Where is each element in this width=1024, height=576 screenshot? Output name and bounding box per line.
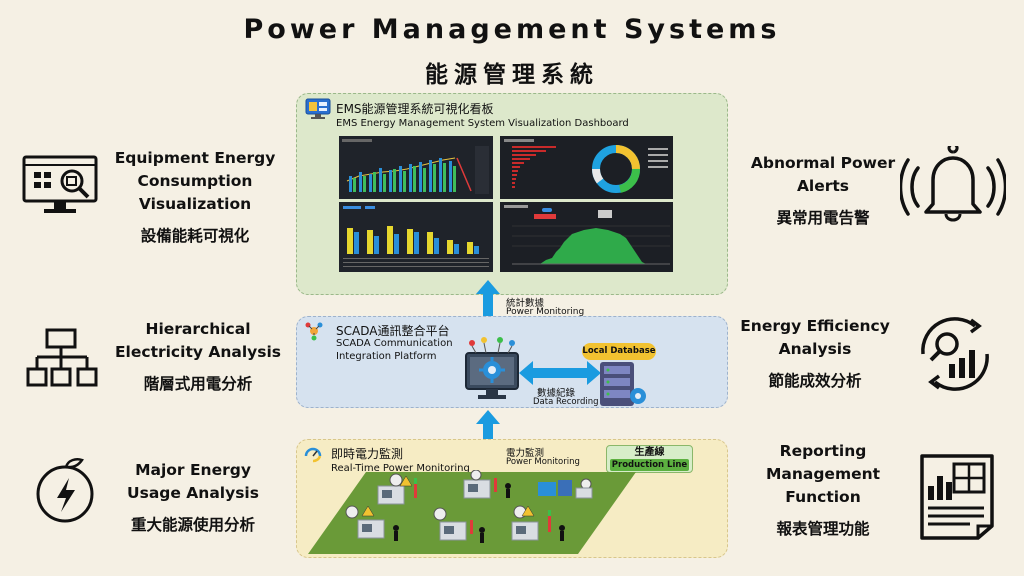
scada-title-en-line1: SCADA Communication [336, 338, 453, 349]
bell-alert-icon [900, 146, 1006, 222]
feature-efficiency-label-zh: 節能成效分析 [768, 372, 862, 390]
hierarchy-icon [26, 328, 98, 387]
production-line-label-zh: 生產線 [634, 447, 665, 458]
feature-equipment-label-3: Visualization [138, 195, 252, 213]
database-server-icon [600, 362, 646, 406]
production-line-label-en: Production Line [610, 459, 689, 471]
arrow-top-label-en: Power Monitoring [506, 307, 585, 317]
horizontal-arrow-data [519, 361, 601, 385]
page-subtitle-zh: 能源管理系統 [425, 62, 599, 88]
feature-hierarchical-label-zh: 階層式用電分析 [143, 375, 253, 393]
dashboard-screen-grouped-bars [339, 202, 493, 272]
feature-equipment-label-1: Equipment Energy [114, 149, 276, 167]
feature-reporting: Reporting Management Function 報表管理功能 [728, 440, 918, 539]
feature-major-label-2: Usage Analysis [127, 484, 259, 502]
lightning-fruit-icon [36, 458, 94, 523]
feature-major-label-1: Major Energy [135, 461, 251, 479]
power-monitor-label-en: Power Monitoring [506, 457, 580, 467]
feature-alerts-label-1: Abnormal Power [750, 154, 896, 172]
power-monitor-label-zh: 電力監測 [506, 448, 545, 459]
dashboard-screen-histogram [500, 202, 673, 272]
data-recording-label-zh: 數據紀錄 [537, 388, 576, 399]
feature-reporting-label-1: Reporting [779, 442, 867, 460]
feature-energy-efficiency: Energy Efficiency Analysis 節能成效分析 [720, 315, 910, 391]
dashboard-screen-donut [500, 136, 673, 199]
feature-alerts-label-2: Alerts [796, 177, 850, 195]
feature-abnormal-alerts: Abnormal Power Alerts 異常用電告警 [728, 152, 918, 228]
feature-efficiency-label-1: Energy Efficiency [740, 317, 890, 335]
feature-reporting-label-3: Function [785, 488, 861, 506]
scada-monitor-gear-icon [465, 337, 519, 399]
data-recording-label-en: Data Recording [533, 397, 599, 407]
report-document-icon [920, 454, 994, 540]
local-database-badge: Local Database [582, 343, 656, 360]
scada-title-en-line2: Integration Platform [336, 351, 437, 362]
dashboard-screen-bar-line [339, 136, 493, 199]
dashboard-monitor-icon [305, 98, 331, 119]
machine-icons [345, 470, 593, 543]
feature-alerts-label-zh: 異常用電告警 [776, 209, 870, 227]
feature-major-label-zh: 重大能源使用分析 [130, 516, 255, 534]
feature-equipment-label-2: Consumption [137, 172, 253, 190]
scada-title-zh: SCADA通訊整合平台 [336, 324, 450, 338]
realtime-title-en: Real-Time Power Monitoring [331, 463, 470, 474]
realtime-title-zh: 即時電力監測 [331, 447, 404, 461]
feature-reporting-label-2: Management [765, 465, 881, 483]
feature-equipment-energy: Equipment Energy Consumption Visualizati… [100, 147, 290, 246]
ems-title-zh: EMS能源管理系統可視化看板 [336, 102, 494, 116]
factory-floor-scene [308, 470, 636, 554]
refresh-gauge-icon [304, 447, 322, 463]
feature-efficiency-label-2: Analysis [778, 340, 852, 358]
magnifier-chart-icon [921, 317, 989, 391]
page-title: Power Management Systems [243, 14, 781, 45]
arrow-top-label-zh: 統計數據 [506, 298, 545, 309]
monitor-analytics-icon [22, 155, 98, 213]
feature-equipment-label-zh: 設備能耗可視化 [140, 227, 250, 245]
network-gear-icon [305, 322, 323, 341]
feature-major-energy: Major Energy Usage Analysis 重大能源使用分析 [98, 459, 288, 535]
ems-title-en: EMS Energy Management System Visualizati… [336, 118, 629, 129]
feature-hierarchical-label-2: Electricity Analysis [114, 343, 282, 361]
feature-hierarchical-label-1: Hierarchical [145, 320, 251, 338]
feature-reporting-label-zh: 報表管理功能 [776, 520, 870, 538]
vertical-arrow-top [476, 280, 500, 338]
production-line-badge: 生產線 Production Line [606, 445, 693, 473]
feature-hierarchical: Hierarchical Electricity Analysis 階層式用電分… [103, 318, 293, 394]
